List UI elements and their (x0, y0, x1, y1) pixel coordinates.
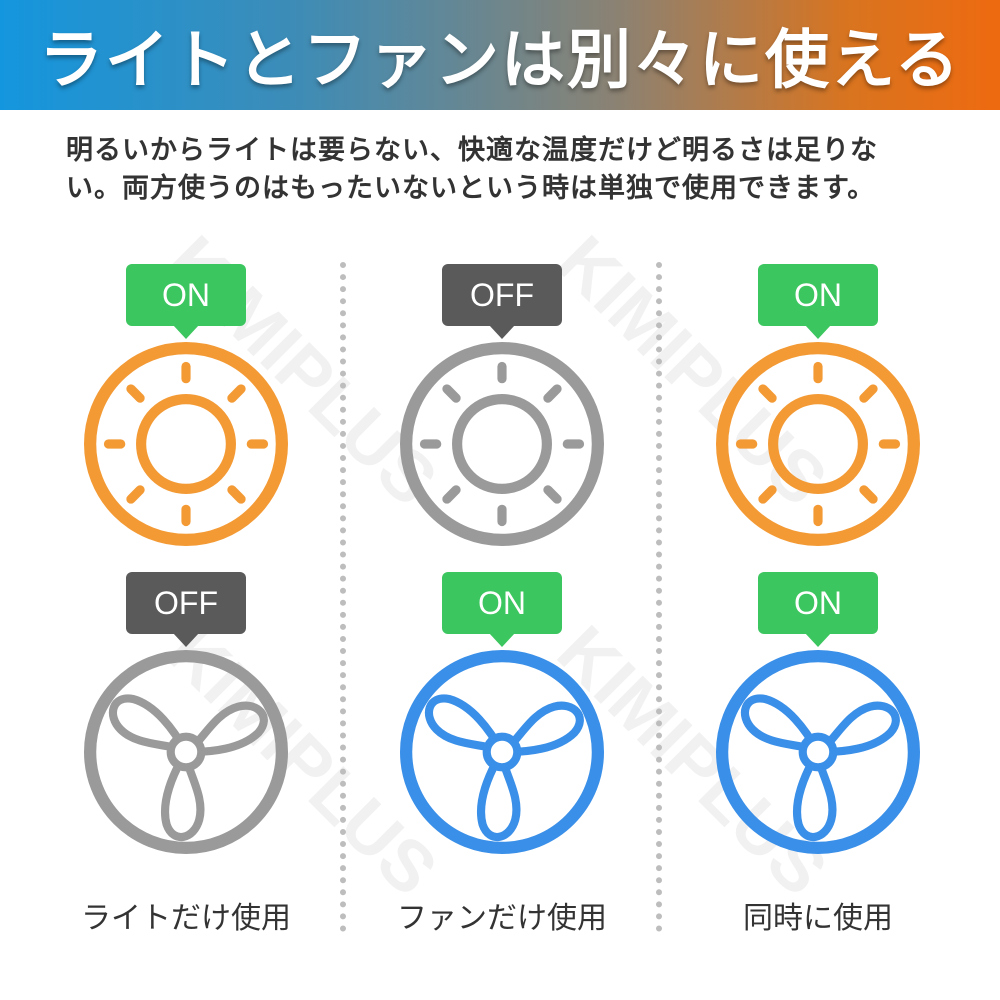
light-status-badge: OFF (442, 264, 562, 339)
header-banner: ライトとファンは別々に使える (0, 0, 1000, 110)
mode-column-both: ON ON 同時に使用 (698, 0, 938, 1000)
sun-icon (716, 342, 920, 546)
mode-column-fan-only: OFF ON ファンだけ使用 (382, 0, 622, 1000)
page-title: ライトとファンは別々に使える (38, 24, 962, 98)
light-status-badge: ON (126, 264, 246, 339)
description-line-1: 明るいからライトは要らない、快適な温度だけど明るさは足りな (66, 135, 878, 166)
column-divider (340, 262, 346, 932)
mode-column-light-only: ON OFF ライトだけ使用 (66, 0, 306, 1000)
mode-caption: ファンだけ使用 (397, 901, 607, 936)
fan-icon (716, 650, 920, 854)
fan-status-badge: ON (758, 572, 878, 647)
column-divider (656, 262, 662, 932)
description-line-2: い。両方使うのはもったいないという時は単独で使用できます。 (66, 173, 876, 204)
fan-status-badge: OFF (126, 572, 246, 647)
mode-caption: 同時に使用 (743, 901, 893, 936)
fan-icon (400, 650, 604, 854)
fan-status-badge: ON (442, 572, 562, 647)
fan-icon (84, 650, 288, 854)
sun-icon (400, 342, 604, 546)
mode-caption: ライトだけ使用 (81, 901, 291, 936)
light-status-badge: ON (758, 264, 878, 339)
sun-icon (84, 342, 288, 546)
description: 明るいからライトは要らない、快適な温度だけど明るさは足りな い。両方使うのはもっ… (66, 132, 956, 208)
